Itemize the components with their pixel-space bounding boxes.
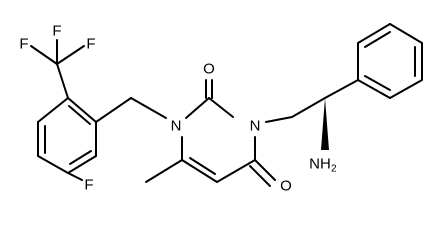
bond-ring-a-inner-2 [69,150,92,165]
bond-benzyl-2 [130,97,167,119]
bond-c5-c6-double [189,157,216,175]
bond-ring-b-5 [389,79,423,99]
bond-ring-a-6 [37,97,69,123]
bond-ch-phenyl [324,79,359,99]
bond-n3-ch2 [265,116,293,123]
atom-amine-subscript: 2 [331,164,337,175]
bond-cf3-f-right [56,45,85,65]
bond-c5-c6 [181,159,218,183]
bond-cf3-f-left [30,45,58,65]
bond-c4-c5 [216,159,256,183]
atom-fluorine-cf3-top: F [52,23,61,40]
atom-amine: NH [309,156,331,173]
atom-fluorine-cf3-left: F [19,36,28,53]
bond-c4-o-a [254,159,276,181]
bond-ring-a-3 [67,155,97,174]
bond-cf3-to-ring [56,63,69,99]
bond-ring-a-inner-1 [68,105,91,125]
bond-c2-n3 [208,97,234,118]
atom-oxygen-2: O [203,61,215,78]
bond-ring-b-3 [389,23,423,44]
bond-n1-c2 [185,97,210,119]
bond-ring-b-2 [357,23,391,44]
atom-fluorine-cf3-right: F [86,36,95,53]
bond-ring-b-inner-3 [364,75,391,91]
atom-nitrogen-1: N [171,118,182,135]
bond-c4-o-b [249,165,271,187]
bond-ch2-ch [291,97,326,118]
bond-ring-fluorine [67,172,83,181]
atom-nitrogen-3: N [250,118,261,135]
atom-fluorine-ring: F [84,177,93,194]
bond-ring-a-4 [37,155,69,174]
bond-ring-b-6 [357,79,391,99]
bond-ring-b-inner-1 [364,31,391,48]
bond-methyl [145,159,183,183]
bond-benzyl-1 [95,97,132,123]
bond-wedge-nh2 [321,98,329,150]
atom-oxygen-4: O [280,178,292,195]
bond-ring-a-1 [67,97,97,123]
chemical-structure: F F F F N N O O NH 2 [19,22,423,195]
